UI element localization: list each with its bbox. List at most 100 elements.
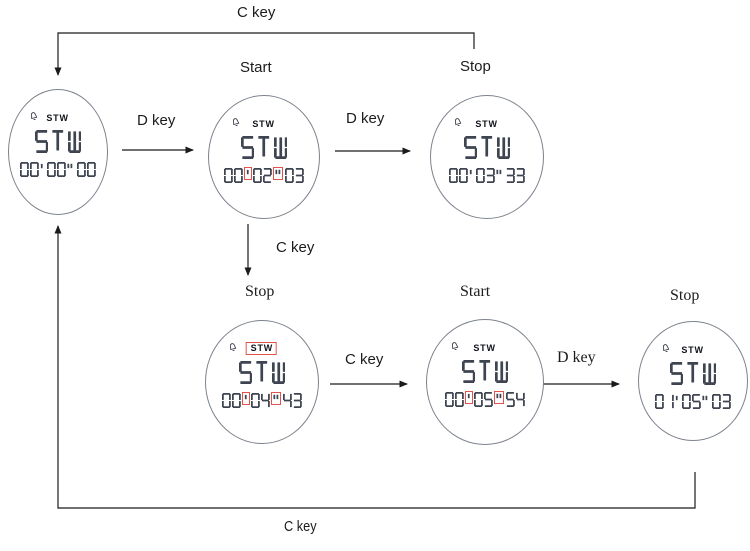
time-display	[20, 162, 97, 177]
segment-char	[506, 168, 515, 183]
segment-char	[459, 168, 468, 183]
segment-char	[476, 168, 486, 183]
segment-char	[41, 163, 43, 169]
display-letter	[238, 361, 253, 389]
time-digit	[516, 168, 525, 183]
time-digit	[722, 394, 731, 409]
display-letter	[494, 360, 509, 388]
state-label-start-top: Start	[240, 59, 272, 76]
segment-char	[273, 137, 288, 159]
watch-face-stopwatch-running-first: STW	[208, 95, 320, 219]
time-digit	[506, 392, 515, 407]
segment-char	[245, 394, 247, 400]
state-label-start-bottom-2: Start	[460, 283, 491, 300]
minutes-separator	[675, 394, 679, 409]
segment-char	[655, 394, 664, 409]
segment-char	[516, 392, 525, 407]
stw-mode-indicator: STW	[252, 119, 275, 129]
alarm-bell-icon	[659, 341, 674, 361]
display-letter	[67, 130, 82, 158]
segment-char	[295, 168, 304, 183]
watch-indicator-row: STW	[206, 341, 318, 358]
loop-bottom-connector	[54, 225, 696, 509]
time-display	[445, 391, 526, 407]
transition-label-ckey-mid: C key	[276, 239, 315, 256]
watch-face-stopwatch-stopped-blink: STW	[205, 320, 319, 444]
time-digit	[232, 393, 241, 408]
segment-char	[463, 136, 478, 159]
segment-char	[702, 395, 708, 401]
time-digit	[295, 168, 304, 183]
display-letter	[255, 361, 269, 389]
time-digit	[476, 168, 486, 183]
transition-label-ckey-row2: C key	[345, 351, 384, 368]
segment-char	[283, 393, 292, 408]
segment-char	[455, 392, 464, 407]
segment-char	[275, 169, 281, 175]
time-display	[222, 392, 303, 408]
time-digit	[516, 392, 525, 407]
segment-char	[496, 137, 511, 159]
alarm-bell-icon	[451, 115, 466, 135]
segment-char	[258, 136, 270, 157]
watch-indicator-row: STW	[427, 340, 543, 357]
time-display	[224, 167, 305, 183]
segment-char	[516, 168, 525, 183]
seconds-separator	[702, 394, 708, 409]
watch-face-stopwatch-running-second: STW	[426, 319, 544, 445]
seconds-separator	[271, 392, 282, 405]
display-letter	[669, 362, 684, 390]
segment-char	[479, 360, 491, 381]
stw-mode-indicator: STW	[473, 343, 496, 353]
time-digit	[253, 168, 263, 183]
segment-char	[67, 131, 82, 153]
time-digit	[222, 393, 231, 408]
time-digit	[263, 168, 273, 183]
segment-char	[251, 393, 261, 408]
seconds-separator	[273, 167, 284, 180]
time-digit	[47, 162, 57, 177]
watch-face-stopwatch-stopped-final: STW	[638, 321, 748, 441]
minutes-separator	[40, 162, 44, 177]
stw-word-display	[668, 362, 718, 390]
stw-mode-indicator: STW	[46, 113, 69, 123]
segment-char	[470, 169, 472, 175]
watch-indicator-row: STW	[431, 116, 543, 133]
segment-char	[247, 169, 249, 175]
stw-mode-indicator: STW	[475, 119, 498, 129]
time-digit	[455, 392, 464, 407]
time-display	[655, 394, 732, 409]
segment-char	[20, 162, 29, 177]
segment-char	[449, 168, 458, 183]
state-label-stop-bottom-3: Stop	[670, 287, 700, 304]
segment-char	[263, 168, 273, 183]
segment-char	[240, 136, 255, 159]
alarm-bell-icon	[229, 115, 244, 135]
segment-char	[692, 394, 702, 409]
time-digit	[283, 393, 292, 408]
transition-label-dkey-2: D key	[346, 110, 385, 127]
time-digit	[285, 168, 294, 183]
time-digit	[293, 393, 302, 408]
display-letter	[273, 136, 288, 164]
minutes-separator	[469, 168, 473, 183]
stw-word-display	[462, 136, 512, 164]
display-letter	[702, 362, 717, 390]
seconds-separator	[496, 168, 502, 183]
segment-char	[468, 393, 470, 399]
segment-char	[481, 136, 493, 157]
segment-char	[30, 162, 39, 177]
segment-char	[222, 393, 231, 408]
segment-char	[238, 361, 253, 384]
time-digit	[261, 393, 271, 408]
stw-word-display	[33, 130, 83, 158]
time-digit	[445, 392, 454, 407]
segment-char	[224, 168, 233, 183]
stw-word-display	[460, 360, 510, 388]
stw-mode-indicator: STW	[245, 342, 278, 355]
transition-label-loop-bottom: C key	[284, 518, 317, 535]
display-letter	[51, 130, 65, 158]
transition-label-dkey-1: D key	[137, 112, 176, 129]
display-letter	[461, 360, 476, 388]
